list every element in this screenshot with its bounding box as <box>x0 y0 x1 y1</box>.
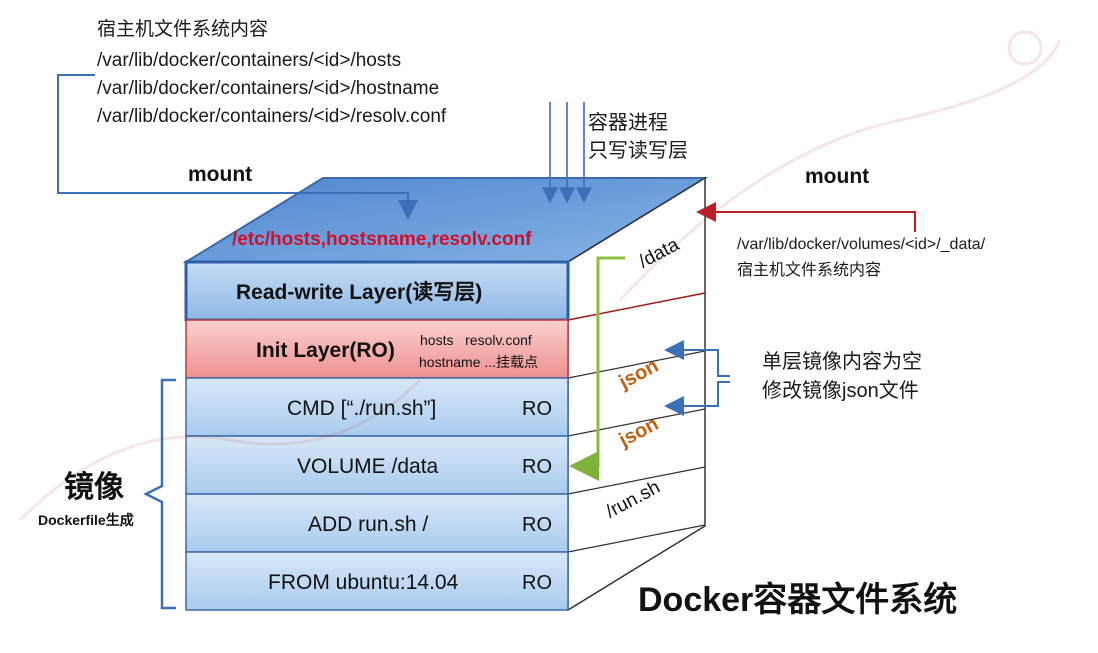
empty-layer-note-1: 单层镜像内容为空 <box>762 351 922 373</box>
init-layer-label: Init Layer(RO) <box>256 339 395 362</box>
volume-desc: 宿主机文件系统内容 <box>737 262 882 279</box>
rw-layer-label: Read-write Layer(读写层) <box>236 281 483 304</box>
host-files-path: /var/lib/docker/containers/<id>/hosts <box>97 50 402 71</box>
json-note-arrow <box>664 340 730 377</box>
volume-mount-arrow <box>696 202 916 232</box>
init-layer-files-1: hosts resolv.conf <box>420 332 532 348</box>
mount-label-right: mount <box>805 165 870 188</box>
ro-tag: RO <box>522 514 552 536</box>
ro-tag: RO <box>522 456 552 478</box>
image-layer-box <box>185 493 569 553</box>
host-files-path: /var/lib/docker/containers/<id>/resolv.c… <box>97 106 447 127</box>
image-brace-title: 镜像 <box>64 471 124 504</box>
image-layer-box <box>185 377 569 437</box>
image-brace <box>143 378 176 610</box>
image-layer-label: ADD run.sh / <box>308 513 429 536</box>
image-layer-label: FROM ubuntu:14.04 <box>268 571 459 594</box>
volume-path: /var/lib/docker/volumes/<id>/_data/ <box>737 236 986 253</box>
mount-label-left: mount <box>188 163 253 186</box>
init-layer-files-2: hostname ...挂载点 <box>419 354 539 370</box>
side-separator <box>567 524 706 553</box>
host-mount-arrow <box>57 74 418 220</box>
top-face-files: /etc/hosts,hostsname,resolv.conf <box>232 229 532 250</box>
container-process-line1: 容器进程 <box>588 112 668 134</box>
image-layer-label: VOLUME /data <box>297 455 439 478</box>
side-separator <box>567 466 706 495</box>
json-note-arrow <box>664 381 730 416</box>
init-layer-box <box>185 319 569 379</box>
empty-layer-note-2: 修改镜像json文件 <box>762 380 919 402</box>
image-layer-label: CMD [“./run.sh”] <box>287 397 437 420</box>
host-files-path: /var/lib/docker/containers/<id>/hostname <box>97 78 440 99</box>
rw-layer-box <box>184 260 570 322</box>
image-brace-subtitle: Dockerfile生成 <box>38 512 134 528</box>
watermark <box>18 30 1062 522</box>
ro-tag: RO <box>522 572 552 594</box>
ro-tag: RO <box>522 398 552 420</box>
image-layer-box <box>185 551 569 611</box>
host-files-title: 宿主机文件系统内容 <box>97 19 269 40</box>
volume-link-arrow <box>569 256 625 481</box>
side-separator <box>567 292 706 321</box>
main-title: Docker容器文件系统 <box>638 581 958 619</box>
container-process-line2: 只写读写层 <box>588 140 688 162</box>
image-layer-box <box>185 435 569 495</box>
